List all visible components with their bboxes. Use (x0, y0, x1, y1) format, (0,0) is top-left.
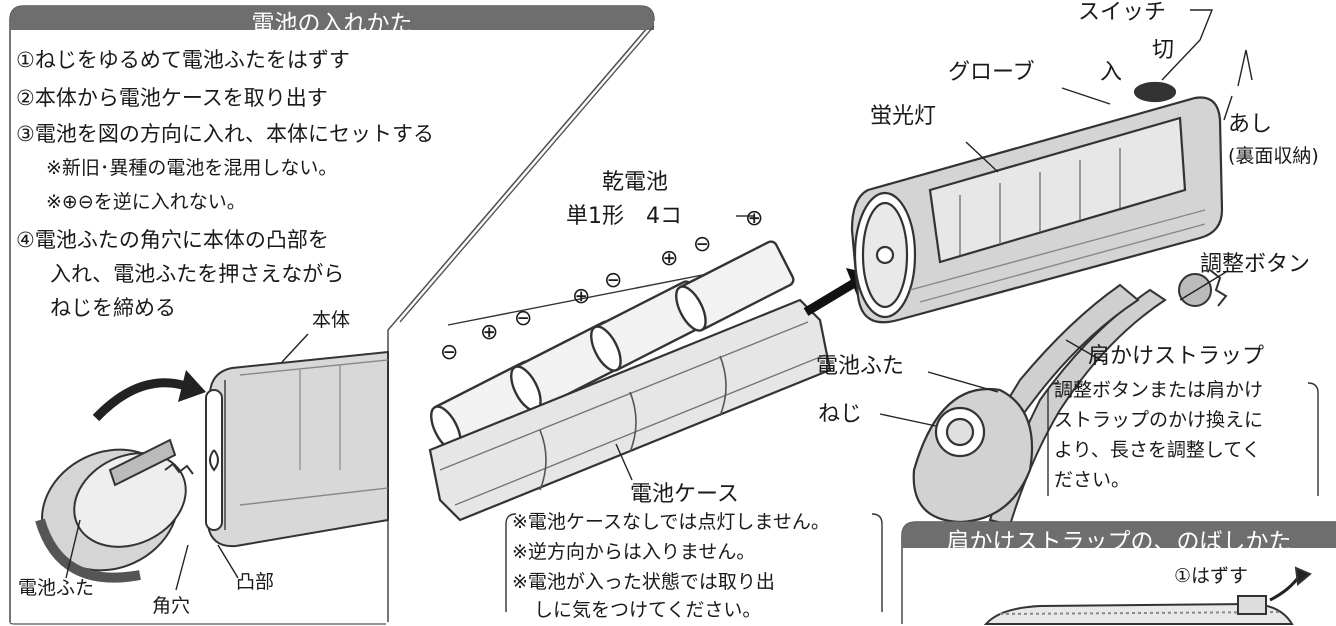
label-square-hole: 角穴 (152, 595, 191, 617)
step-3: ③電池を図の方向に入れ、本体にセットする (16, 122, 435, 146)
label-lid-right: 電池ふた (816, 354, 905, 379)
plus-sign: ⊕ (660, 246, 679, 271)
strap-note-1: 調整ボタンまたは肩かけ (1054, 379, 1264, 401)
case-note-4: しに気をつけてください。 (534, 599, 762, 621)
label-protrusion: 凸部 (236, 571, 275, 593)
strap-note-2: ストラップのかけ換えに (1054, 409, 1264, 431)
curved-arrow (92, 378, 188, 422)
lantern-illustration (850, 81, 1224, 324)
battery-spec: 単1形 4コ (566, 204, 682, 229)
case-note-3: ※電池が入った状態では取り出 (512, 571, 775, 593)
case-note-2: ※逆方向からは入りません。 (512, 541, 756, 563)
battery-name: 乾電池 (602, 170, 669, 195)
label-fluorescent: 蛍光灯 (870, 104, 937, 129)
body-illustration (205, 350, 389, 548)
minus-sign: ⊖ (604, 268, 623, 293)
minus-sign: ⊖ (514, 306, 533, 331)
battery-section-title: 電池の入れかた (251, 11, 413, 37)
minus-sign: ⊖ (693, 232, 712, 257)
lid-screw-illustration (912, 387, 1034, 524)
step-4: ④電池ふたの角穴に本体の凸部を (16, 228, 329, 252)
battery-section-header (10, 6, 654, 30)
note-polarity: ※⊕⊖を逆に入れない。 (46, 191, 246, 213)
label-adjust-button: 調整ボタン (1200, 252, 1311, 277)
strap-extend-illustration (983, 566, 1312, 625)
label-strap: 肩かけストラップ (1088, 344, 1265, 369)
label-body: 本体 (312, 309, 351, 331)
strap-note-3: より、長さを調整してく (1054, 439, 1261, 461)
batteries (430, 240, 795, 452)
step-4-line3: ねじを締める (50, 296, 176, 320)
label-legs-note: (裏面収納) (1228, 145, 1319, 167)
label-switch: スイッチ (1078, 0, 1167, 25)
plus-sign: ⊕ (572, 284, 591, 309)
label-lid-left: 電池ふた (18, 577, 95, 599)
battery-case-illustration (428, 298, 832, 522)
plus-sign: ⊕ (745, 206, 764, 231)
label-off: 切 (1152, 38, 1175, 63)
lid-illustration (35, 438, 194, 583)
step-1: ①ねじをゆるめて電池ふたをはずす (16, 48, 350, 72)
note-mix: ※新旧･異種の電池を混用しない。 (46, 157, 338, 179)
insert-arrow (803, 278, 859, 316)
label-screw: ねじ (818, 402, 863, 427)
step-2: ②本体から電池ケースを取り出す (16, 86, 328, 110)
case-title: 電池ケース (630, 482, 739, 507)
strap-section-title: 肩かけストラップの、のばしかた (946, 529, 1292, 555)
label-globe: グローブ (948, 60, 1035, 85)
plus-sign: ⊕ (480, 320, 499, 345)
strap-note-4: ださい。 (1054, 469, 1131, 491)
strap-step-1: ①はずす (1174, 565, 1249, 587)
label-on: 入 (1100, 60, 1123, 85)
strap-section-header (902, 522, 1336, 548)
minus-sign: ⊖ (440, 340, 459, 365)
case-note-1: ※電池ケースなしでは点灯しません。 (512, 511, 830, 533)
step-4-line2: 入れ、電池ふたを押さえながら (50, 262, 345, 286)
label-legs: あし (1228, 112, 1273, 137)
